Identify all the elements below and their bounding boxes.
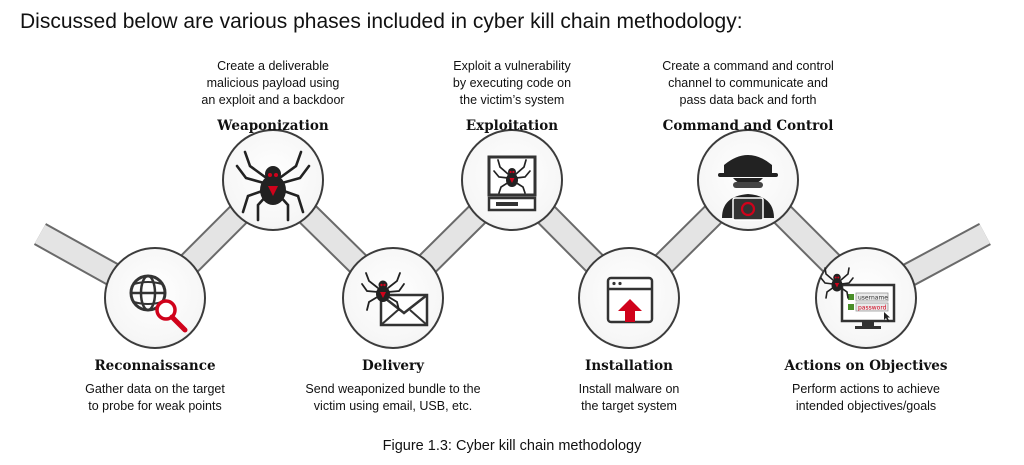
description-line: pass data back and forth [679, 93, 817, 107]
delivery-title: Delivery [362, 358, 424, 374]
reconnaissance-title: Reconnaissance [94, 358, 216, 374]
description-line: Create a deliverable [217, 59, 329, 73]
description-line: Create a command and control [662, 59, 834, 73]
description-line: intended objectives/goals [795, 399, 937, 413]
description-line: Install malware on [578, 382, 680, 396]
reconnaissance-description: Gather data on the target to probe for w… [25, 381, 285, 415]
weaponization-description: Create a deliverable malicious payload u… [143, 58, 403, 109]
exploitation-description: Exploit a vulnerability by executing cod… [382, 58, 642, 109]
hacker-icon [718, 155, 778, 221]
username-label: username [858, 295, 888, 302]
description-line: channel to communicate and [668, 76, 828, 90]
command-and-control-description: Create a command and control channel to … [618, 58, 878, 109]
description-line: the target system [581, 399, 677, 413]
delivery-description: Send weaponized bundle to the victim usi… [263, 381, 523, 415]
description-line: to probe for weak points [88, 399, 222, 413]
actions-on-objectives-description: Perform actions to achieve intended obje… [736, 381, 996, 415]
description-line: Send weaponized bundle to the [305, 382, 481, 396]
actions-on-objectives-title: Actions on Objectives [784, 358, 948, 374]
spider-envelope-icon [361, 272, 429, 327]
spider-icon [235, 150, 311, 222]
description-line: Perform actions to achieve [792, 382, 940, 396]
weaponization-title: Weaponization [217, 118, 329, 134]
figure-caption: Figure 1.3: Cyber kill chain methodology [382, 438, 642, 454]
installation-description: Install malware on the target system [499, 381, 759, 415]
description-line: Exploit a vulnerability [453, 59, 571, 73]
exploitation-title: Exploitation [465, 118, 559, 134]
installation-title: Installation [585, 358, 673, 374]
spider-computer-icon [487, 155, 537, 212]
password-label: password [858, 305, 887, 312]
description-line: an exploit and a backdoor [201, 93, 345, 107]
description-line: the victim’s system [459, 93, 565, 107]
upload-window-icon [606, 276, 654, 324]
description-line: by executing code on [452, 76, 572, 90]
credentials-screen-icon: username password [820, 267, 896, 329]
page-heading: Discussed below are various phases inclu… [20, 10, 743, 33]
description-line: malicious payload using [206, 76, 340, 90]
command-and-control-title: Command and Control [662, 118, 834, 134]
globe-magnifier-icon [129, 274, 188, 333]
description-line: victim using email, USB, etc. [313, 399, 473, 413]
description-line: Gather data on the target [85, 382, 225, 396]
